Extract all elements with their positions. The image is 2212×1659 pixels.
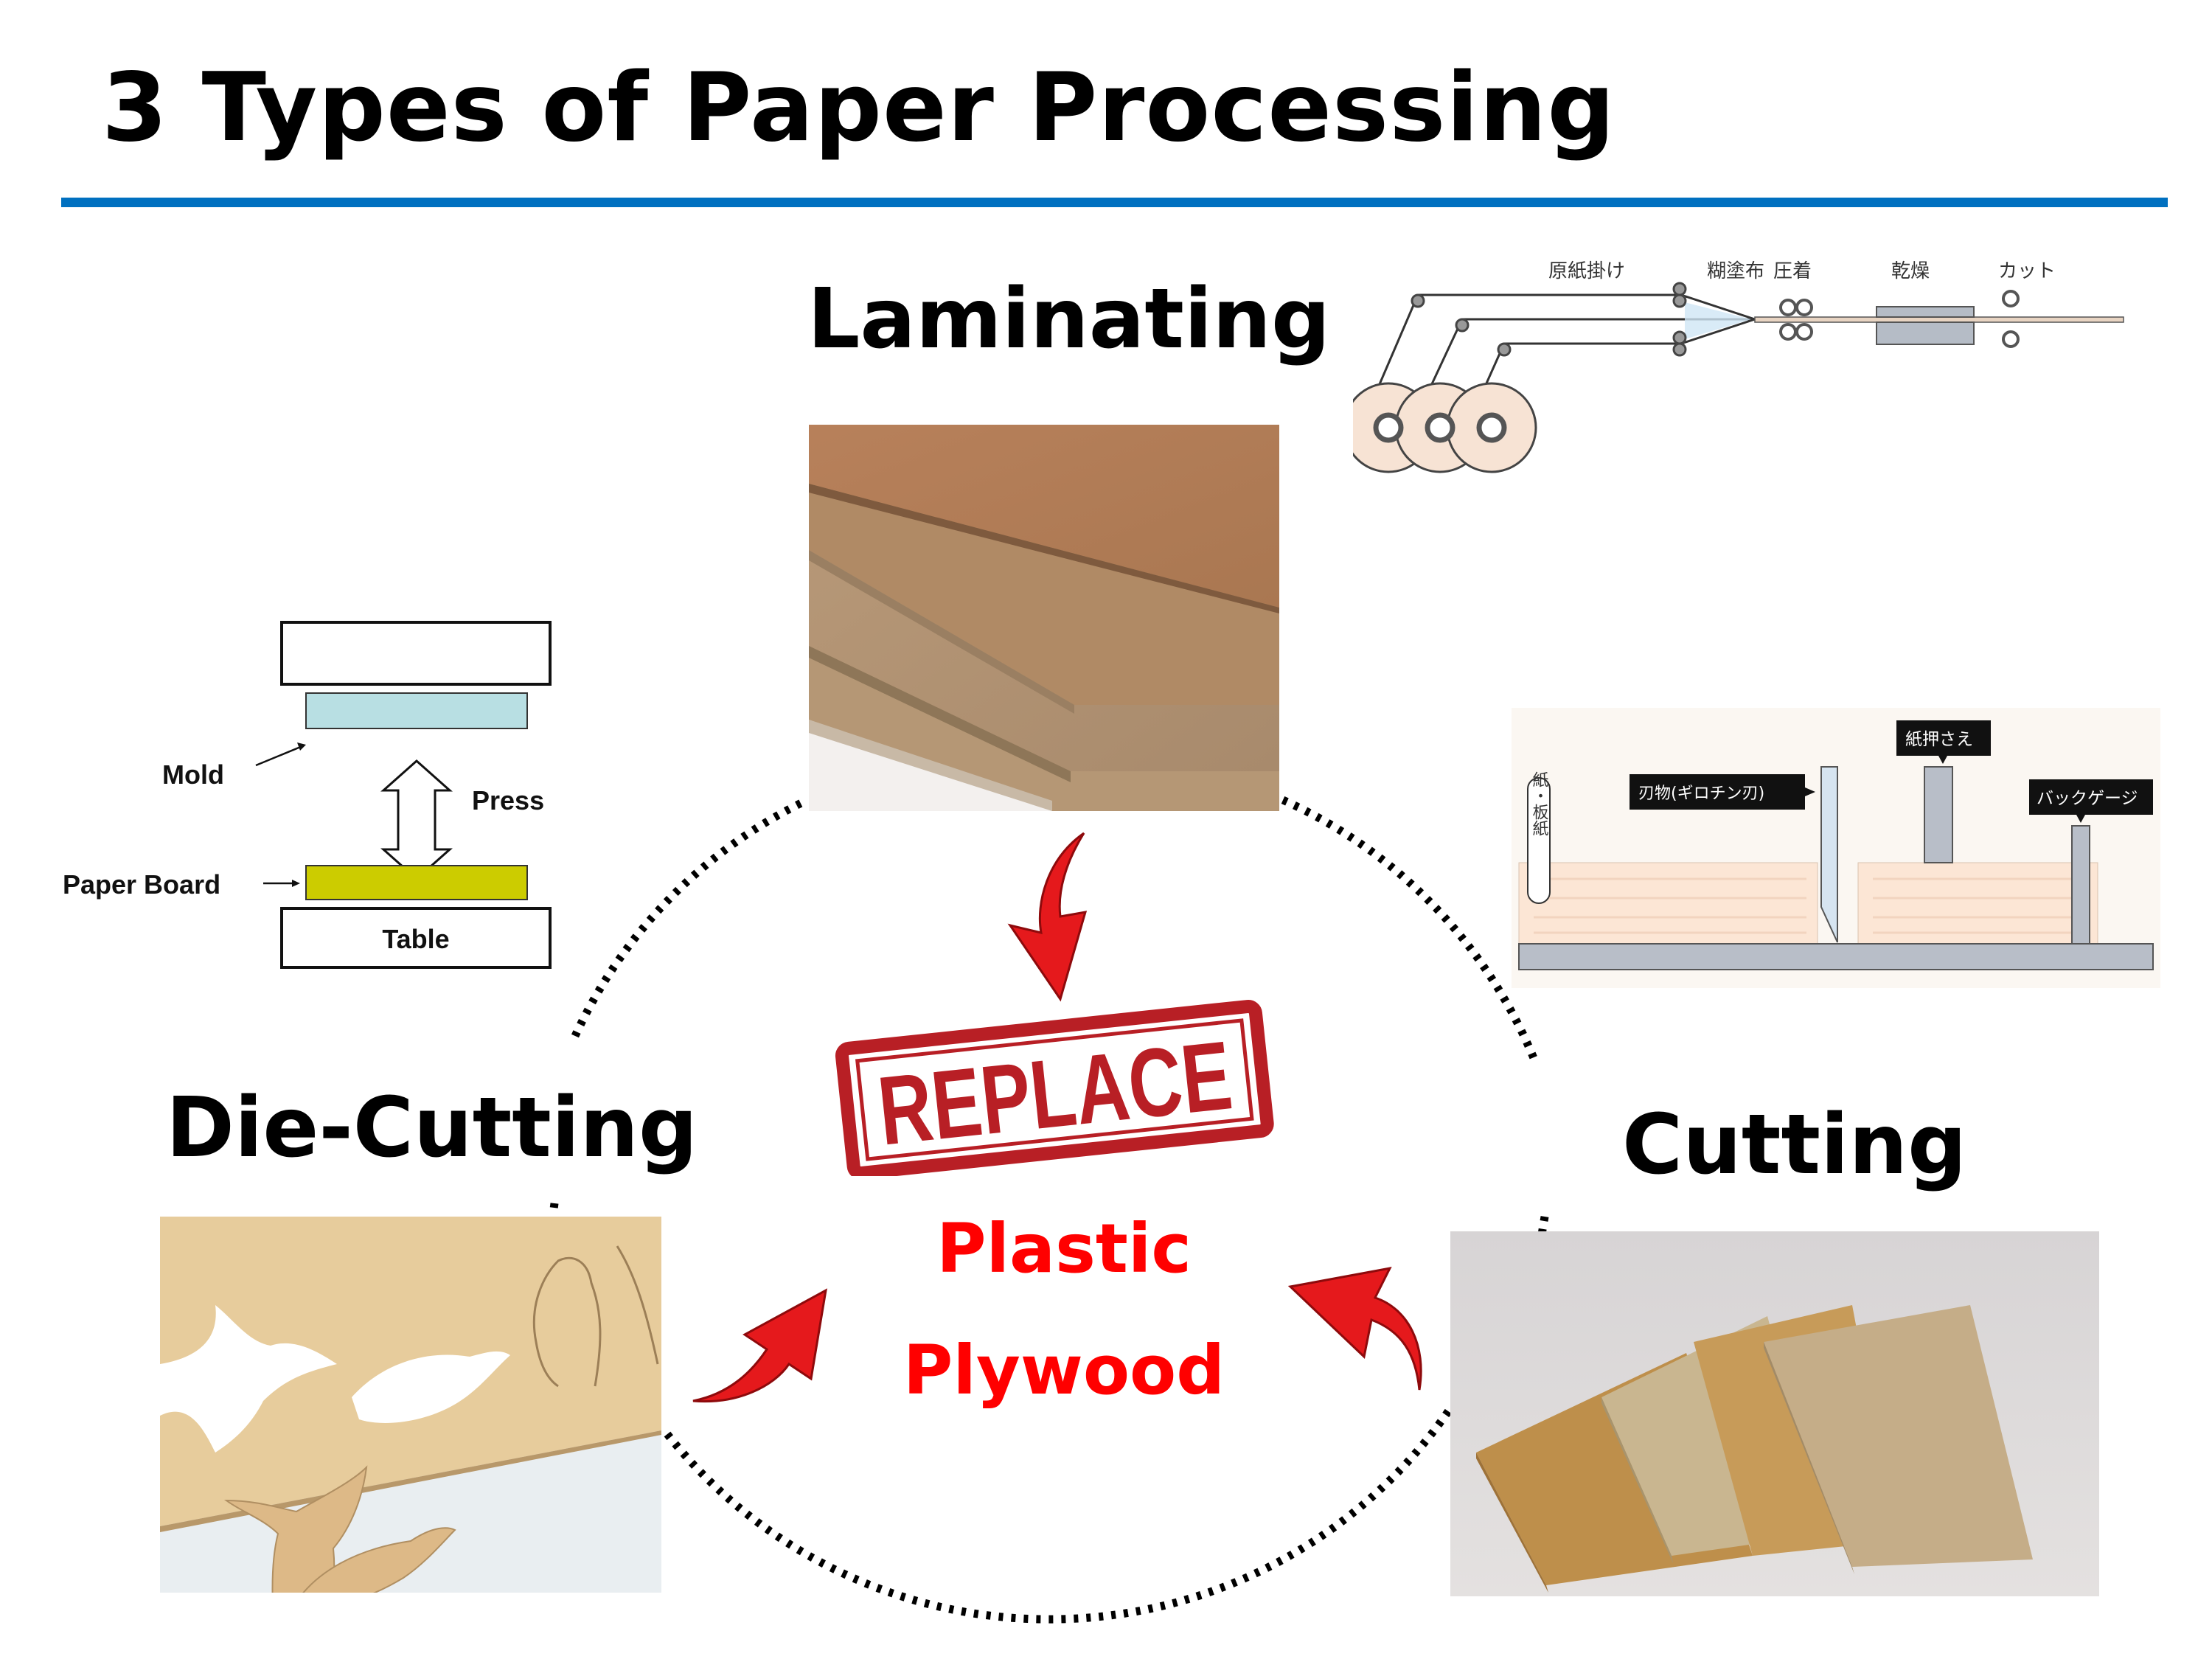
laminating-heading: Laminating	[807, 271, 1331, 367]
step-label-paper-feed: 原紙掛け	[1548, 260, 1625, 282]
press-platen	[280, 621, 552, 686]
paper-board-block	[305, 865, 528, 900]
mold-block	[305, 692, 528, 729]
table-block	[280, 907, 552, 969]
ring-tick-left	[549, 1203, 559, 1216]
laminating-process-diagram: 原紙掛け 糊塗布 圧着 乾燥 カット	[1343, 221, 2135, 501]
cutting-heading: Cutting	[1622, 1097, 1967, 1193]
die-cutting-diagram: Mold Press Paper Board Table	[63, 619, 564, 973]
guillotine-blade	[1820, 766, 1838, 943]
clamp-label: 紙押さえ	[1905, 730, 1973, 749]
paper-label: 紙・板紙	[1530, 771, 1549, 836]
curved-arrow-down-icon	[1007, 832, 1088, 1002]
plastic-label: Plastic	[936, 1209, 1192, 1288]
step-label-cut: カット	[1998, 260, 2056, 282]
cutting-photo	[1450, 1231, 2099, 1596]
step-label-glue: 糊塗布	[1707, 260, 1764, 282]
die-cutting-photo	[160, 1217, 661, 1593]
paper-clamp	[1924, 766, 1953, 863]
curved-arrow-up-left-icon	[1287, 1266, 1422, 1391]
double-arrow-icon	[380, 759, 453, 881]
replace-stamp: REPLACE	[833, 999, 1276, 1180]
blade-label: 刃物(ギロチン刃)	[1638, 785, 1764, 803]
curved-arrow-up-right-icon	[692, 1288, 827, 1403]
backgauge-label: バックゲージ	[2037, 789, 2138, 808]
step-label-press: 圧着	[1773, 260, 1812, 282]
mold-label: Mold	[162, 759, 224, 790]
laminating-photo	[809, 425, 1279, 811]
plywood-label: Plywood	[902, 1331, 1225, 1410]
ring-tick-right	[1537, 1216, 1549, 1239]
back-gauge	[2071, 825, 2090, 945]
page-title: 3 Types of Paper Processing	[102, 53, 1615, 163]
cutting-diagram: 紙・板紙 刃物(ギロチン刃) 紙押さえ バックゲージ	[1512, 708, 2160, 988]
paper-board-label: Paper Board	[63, 869, 220, 900]
press-label: Press	[472, 785, 544, 815]
title-divider	[61, 198, 2168, 207]
ring-arc-upper-right	[1281, 796, 1538, 1060]
table-label: Table	[382, 924, 449, 954]
step-label-dry: 乾燥	[1891, 260, 1930, 282]
ring-arc-bottom	[664, 1405, 1454, 1624]
ring-arc-upper-left	[571, 796, 810, 1038]
die-cutting-heading: Die-Cutting	[166, 1080, 698, 1176]
